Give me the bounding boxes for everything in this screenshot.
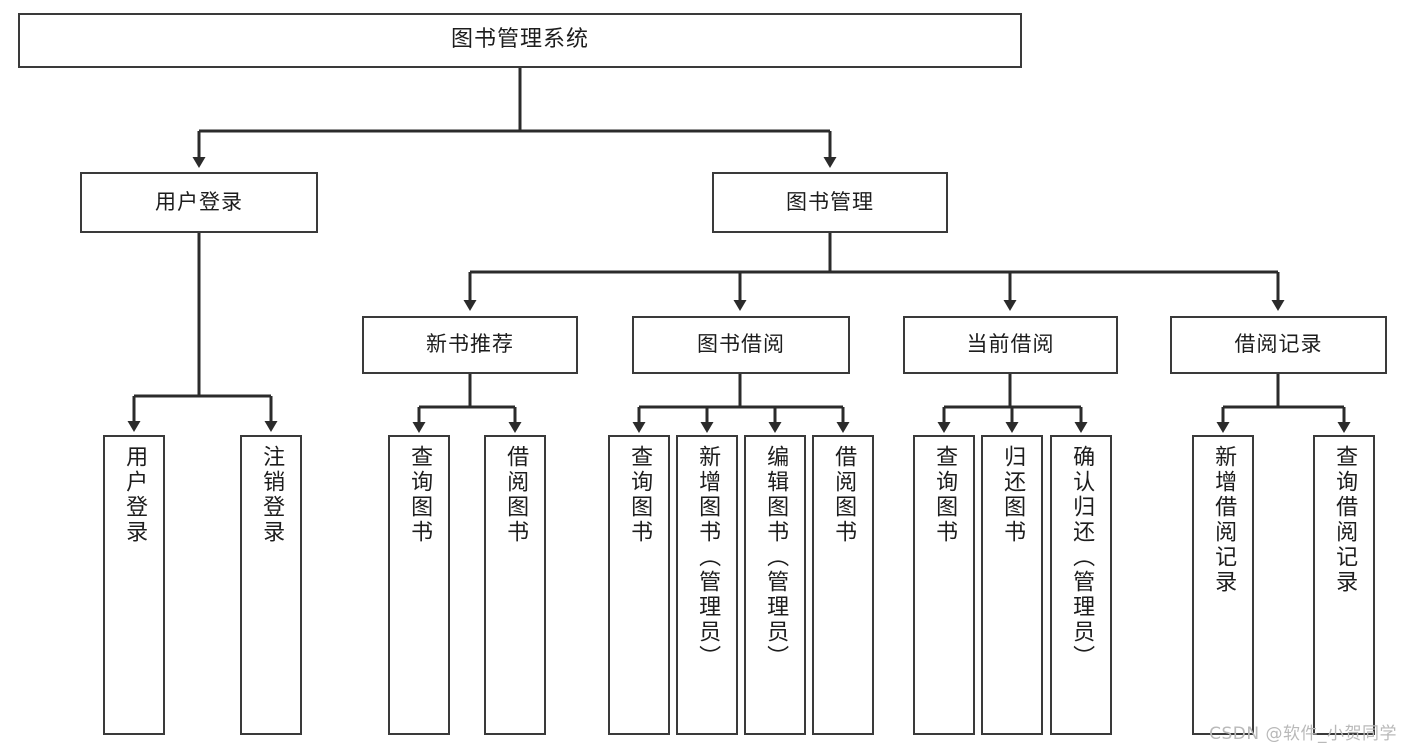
leaf-label: 确认归还（管理员）	[1069, 445, 1095, 670]
leaf-label: 新增借阅记录	[1211, 445, 1237, 595]
node-leaf-borrow-book-2[interactable]: 借阅图书	[812, 435, 874, 735]
leaf-label: 查询图书	[627, 445, 653, 545]
node-leaf-edit-book[interactable]: 编辑图书（管理员）	[744, 435, 806, 735]
node-current-borrow[interactable]: 当前借阅	[903, 316, 1118, 374]
node-leaf-query-book-3[interactable]: 查询图书	[913, 435, 975, 735]
leaf-label: 归还图书	[1000, 445, 1026, 545]
leaf-label: 新增图书（管理员）	[695, 445, 721, 670]
node-root[interactable]: 图书管理系统	[18, 13, 1022, 68]
node-book-borrow[interactable]: 图书借阅	[632, 316, 850, 374]
node-new-book-recommend[interactable]: 新书推荐	[362, 316, 578, 374]
leaf-label: 注销登录	[259, 445, 285, 545]
leaf-label: 查询借阅记录	[1332, 445, 1358, 595]
node-leaf-user-logout[interactable]: 注销登录	[240, 435, 302, 735]
leaf-label: 用户登录	[122, 445, 148, 545]
leaf-label: 查询图书	[407, 445, 433, 545]
node-book-manage[interactable]: 图书管理	[712, 172, 948, 233]
node-leaf-query-book-1[interactable]: 查询图书	[388, 435, 450, 735]
node-leaf-return-book[interactable]: 归还图书	[981, 435, 1043, 735]
node-leaf-query-record[interactable]: 查询借阅记录	[1313, 435, 1375, 735]
node-leaf-borrow-book-1[interactable]: 借阅图书	[484, 435, 546, 735]
node-leaf-user-login[interactable]: 用户登录	[103, 435, 165, 735]
node-borrow-record[interactable]: 借阅记录	[1170, 316, 1387, 374]
node-leaf-add-book[interactable]: 新增图书（管理员）	[676, 435, 738, 735]
node-leaf-query-book-2[interactable]: 查询图书	[608, 435, 670, 735]
node-leaf-confirm-return[interactable]: 确认归还（管理员）	[1050, 435, 1112, 735]
node-user-login[interactable]: 用户登录	[80, 172, 318, 233]
node-leaf-add-record[interactable]: 新增借阅记录	[1192, 435, 1254, 735]
leaf-label: 查询图书	[932, 445, 958, 545]
leaf-label: 编辑图书（管理员）	[763, 445, 789, 670]
leaf-label: 借阅图书	[831, 445, 857, 545]
leaf-label: 借阅图书	[503, 445, 529, 545]
watermark-text: CSDN @软件_小贺同学	[1209, 724, 1397, 744]
